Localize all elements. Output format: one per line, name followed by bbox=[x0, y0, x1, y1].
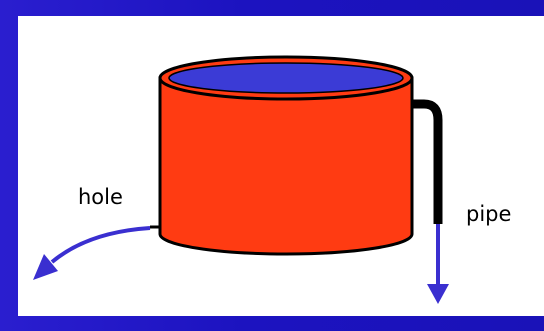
pipe-flow-arrowhead bbox=[427, 284, 449, 304]
siphon-pipe bbox=[412, 104, 438, 224]
hole-label: hole bbox=[78, 185, 123, 209]
water-surface bbox=[169, 63, 403, 93]
pipe-label: pipe bbox=[466, 202, 511, 226]
tank-body bbox=[160, 78, 412, 254]
hole-flow-line bbox=[52, 228, 150, 262]
